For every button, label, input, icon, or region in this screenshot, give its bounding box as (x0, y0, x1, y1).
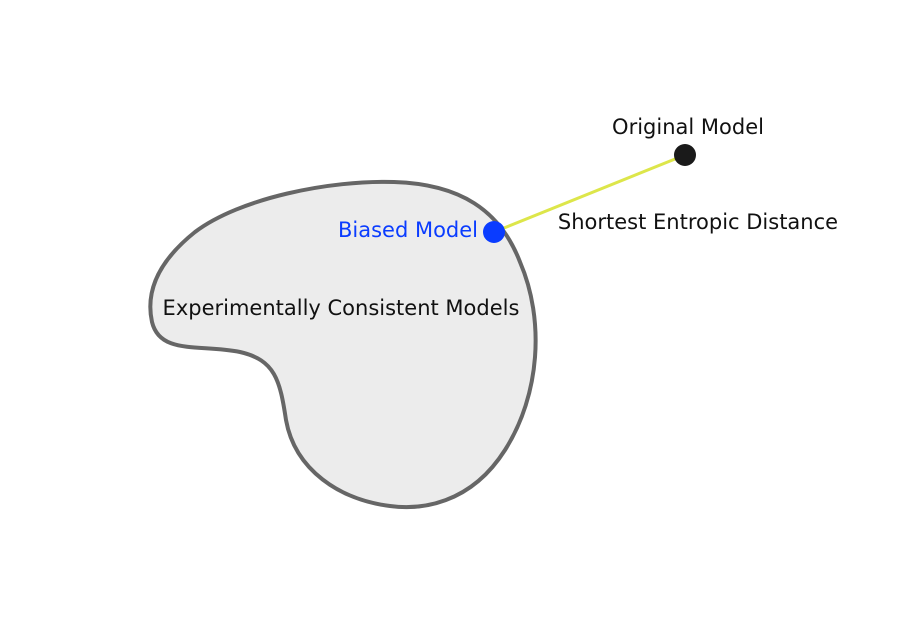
original-model-label: Original Model (612, 115, 764, 139)
original-model-point (674, 144, 696, 166)
biased-model-label: Biased Model (338, 218, 478, 242)
entropic-distance-line (493, 153, 686, 234)
biased-model-point (483, 221, 505, 243)
connector-label: Shortest Entropic Distance (558, 210, 838, 234)
region-label: Experimentally Consistent Models (163, 296, 520, 320)
consistent-models-region (148, 179, 538, 510)
